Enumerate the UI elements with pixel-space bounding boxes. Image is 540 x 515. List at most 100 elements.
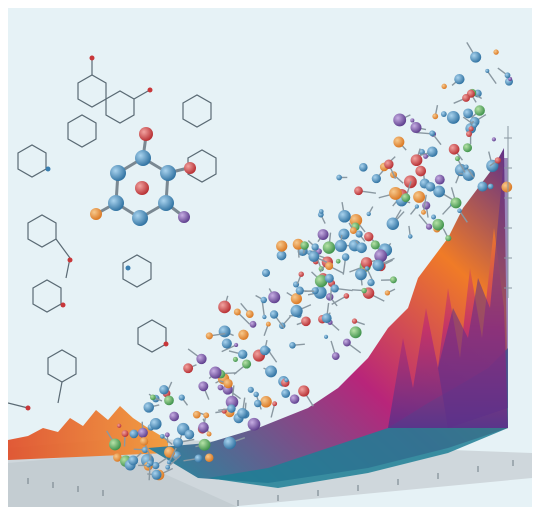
- atom: [223, 436, 236, 450]
- right-axis: [504, 126, 512, 298]
- atom: [221, 338, 232, 349]
- atom: [178, 394, 185, 401]
- atom: [205, 332, 213, 340]
- atom: [237, 349, 248, 360]
- atom: [432, 218, 445, 231]
- atom: [454, 73, 465, 85]
- atom: [295, 286, 304, 295]
- atom: [501, 181, 513, 193]
- atom: [462, 94, 470, 102]
- atom: [349, 326, 362, 339]
- atom: [418, 148, 425, 155]
- atom: [343, 293, 350, 299]
- atom: [338, 228, 350, 240]
- atom: [265, 321, 271, 327]
- atom: [371, 173, 381, 184]
- atom: [351, 318, 358, 324]
- spectrum-front-face: [208, 348, 508, 488]
- atom: [354, 186, 363, 196]
- atom: [425, 181, 436, 192]
- atom: [466, 131, 473, 138]
- atom: [217, 384, 224, 391]
- atom: [117, 423, 122, 428]
- atom: [146, 463, 151, 468]
- illustration-svg: [8, 42, 532, 507]
- atom: [253, 391, 259, 398]
- molecule-cloud: [106, 42, 513, 481]
- atom: [137, 427, 148, 438]
- skeletal-heteroatoms: [25, 55, 169, 411]
- atom: [203, 412, 210, 419]
- atom: [129, 429, 139, 439]
- atom: [393, 136, 405, 148]
- atom: [487, 183, 494, 190]
- atom: [272, 401, 278, 407]
- atom: [290, 304, 303, 318]
- atom: [276, 250, 287, 261]
- atom: [429, 130, 436, 137]
- atom: [169, 411, 180, 422]
- atom: [401, 193, 411, 203]
- atom: [245, 310, 254, 318]
- atom: [477, 181, 488, 192]
- atom: [323, 334, 329, 339]
- bond: [167, 454, 182, 468]
- atom: [113, 453, 122, 462]
- bond: [486, 70, 497, 85]
- atom: [413, 190, 426, 203]
- atom: [330, 284, 339, 293]
- atom: [334, 239, 347, 253]
- atom: [389, 276, 397, 284]
- atom: [269, 310, 279, 319]
- atom: [384, 290, 391, 296]
- atom: [298, 385, 310, 397]
- atom: [342, 338, 351, 347]
- atom: [206, 431, 212, 437]
- atom: [360, 257, 373, 269]
- atom: [485, 68, 490, 73]
- atom: [151, 461, 160, 470]
- atom: [427, 146, 438, 158]
- atom: [223, 378, 233, 389]
- atom: [468, 126, 474, 132]
- bottom-axis-ticks: [27, 460, 514, 506]
- atom: [289, 342, 296, 349]
- atom: [508, 76, 513, 81]
- atom: [338, 209, 351, 223]
- atom: [410, 118, 415, 123]
- bond: [458, 210, 468, 223]
- atom: [425, 223, 433, 230]
- atom: [367, 278, 375, 287]
- atom: [355, 268, 367, 281]
- atom: [493, 49, 499, 55]
- atom: [441, 83, 447, 90]
- atom: [359, 163, 368, 172]
- atom: [355, 230, 363, 238]
- atom: [454, 156, 460, 162]
- atom: [198, 438, 211, 451]
- atom: [463, 164, 469, 170]
- atom: [234, 342, 239, 348]
- atom: [422, 201, 431, 210]
- atom: [384, 159, 394, 169]
- atom: [474, 105, 485, 116]
- atom: [504, 72, 511, 79]
- atom: [432, 113, 439, 120]
- atom: [260, 296, 267, 304]
- atom: [109, 438, 121, 451]
- atom: [448, 143, 460, 155]
- atom: [128, 455, 139, 466]
- atom: [364, 231, 374, 242]
- atom: [372, 259, 384, 272]
- floor-grid-edge: [8, 453, 238, 507]
- atom: [281, 389, 291, 398]
- atom: [276, 240, 288, 252]
- atom: [218, 300, 231, 314]
- spectrum-back-purple: [438, 158, 508, 428]
- atom: [166, 459, 172, 465]
- atom: [149, 394, 156, 401]
- bond: [221, 344, 237, 353]
- atom: [247, 386, 254, 393]
- atom: [268, 291, 281, 304]
- atom: [471, 122, 478, 128]
